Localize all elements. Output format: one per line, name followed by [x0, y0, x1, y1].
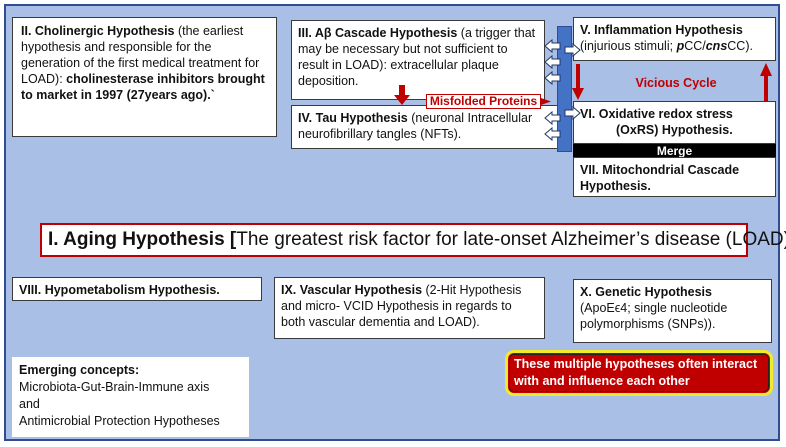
inflammation-p-mark: p	[676, 39, 685, 53]
emerging-title: Emerging concepts:	[19, 363, 140, 377]
emerging-concepts-box: Emerging concepts: Microbiota-Gut-Brain-…	[12, 357, 249, 437]
amyloid-cascade-box: III. Aβ Cascade Hypothesis (a trigger th…	[291, 20, 545, 100]
red-down-arrow-icon	[394, 85, 410, 105]
inflammation-cc-a: CC/	[684, 39, 706, 53]
genetic-text: (ApoEϵ4; single nucleotide polymorphisms…	[580, 301, 728, 331]
vertical-connector-bar	[557, 26, 572, 152]
misfolded-proteins-label: Misfolded Proteins	[426, 94, 541, 109]
inflammation-title: V. Inflammation Hypothesis	[580, 23, 743, 37]
hypometabolism-box: VIII. Hypometabolism Hypothesis.	[12, 277, 262, 301]
vascular-text: (2-Hit Hypothesis and micro- VCID Hypoth…	[281, 283, 522, 329]
emerging-line-2: and	[19, 397, 40, 411]
cholinergic-title: II. Cholinergic Hypothesis	[21, 24, 175, 38]
genetic-hypothesis-box: X. Genetic Hypothesis (ApoEϵ4; single nu…	[573, 279, 772, 343]
oxidative-stress-box: VI. Oxidative redox stress (OxRS) Hypoth…	[573, 101, 776, 144]
red-right-arrow-icon	[541, 98, 551, 105]
emerging-line-3: Antimicrobial Protection Hypotheses	[19, 414, 220, 428]
inflammation-cc-b: CC).	[727, 39, 753, 53]
inflammation-detail: (injurious stimuli; pCC/cnsCC).	[580, 38, 769, 54]
mitochondrial-title: VII. Mitochondrial Cascade Hypothesis.	[580, 163, 740, 193]
vicious-cycle-up-arrow-icon	[760, 63, 772, 102]
hypometabolism-title: VIII. Hypometabolism Hypothesis.	[19, 283, 220, 297]
tau-hypothesis-box: IV. Tau Hypothesis (neuronal Intracellul…	[291, 105, 561, 149]
inflammation-cns-mark: cns	[705, 39, 728, 53]
mitochondrial-cascade-box: VII. Mitochondrial Cascade Hypothesis.	[573, 157, 776, 197]
emerging-line-1: Microbiota-Gut-Brain-Immune axis	[19, 380, 210, 394]
vascular-title: IX. Vascular Hypothesis	[281, 283, 423, 297]
vicious-cycle-label: Vicious Cycle	[635, 76, 717, 90]
inflammation-text: (injurious stimuli;	[580, 39, 677, 53]
white-left-arrow-icon	[544, 38, 561, 142]
tau-text: (neuronal Intracellular neurofibrillary …	[298, 111, 533, 141]
cholinergic-hypothesis-box: II. Cholinergic Hypothesis (the earliest…	[12, 17, 277, 137]
amyloid-text: (a trigger that may be necessary but not…	[298, 26, 536, 88]
genetic-title: X. Genetic Hypothesis	[580, 285, 712, 299]
oxidative-title-a: VI. Oxidative redox stress	[580, 107, 733, 121]
white-right-arrow-icon	[564, 42, 581, 121]
cholinergic-text: (the earliest hypothesis and responsible…	[21, 24, 260, 86]
cholinergic-bold-tail: cholinesterase inhibitors brought to mar…	[21, 72, 265, 102]
tau-title: IV. Tau Hypothesis	[298, 111, 408, 125]
aging-title: I. Aging Hypothesis [	[48, 229, 237, 250]
interaction-note: These multiple hypotheses often interact…	[505, 350, 773, 396]
merge-label: Merge	[573, 144, 776, 158]
inflammation-hypothesis-box: V. Inflammation Hypothesis (injurious st…	[573, 17, 776, 61]
amyloid-title: III. Aβ Cascade Hypothesis	[298, 26, 458, 40]
aging-text: The greatest risk factor for late-onset …	[236, 229, 786, 250]
vicious-cycle-down-arrow-icon	[572, 64, 584, 100]
oxidative-title-b: (OxRS) Hypothesis.	[616, 123, 733, 137]
aging-hypothesis-box: I. Aging Hypothesis [The greatest risk f…	[40, 223, 786, 257]
vascular-hypothesis-box: IX. Vascular Hypothesis (2-Hit Hypothesi…	[274, 277, 545, 339]
